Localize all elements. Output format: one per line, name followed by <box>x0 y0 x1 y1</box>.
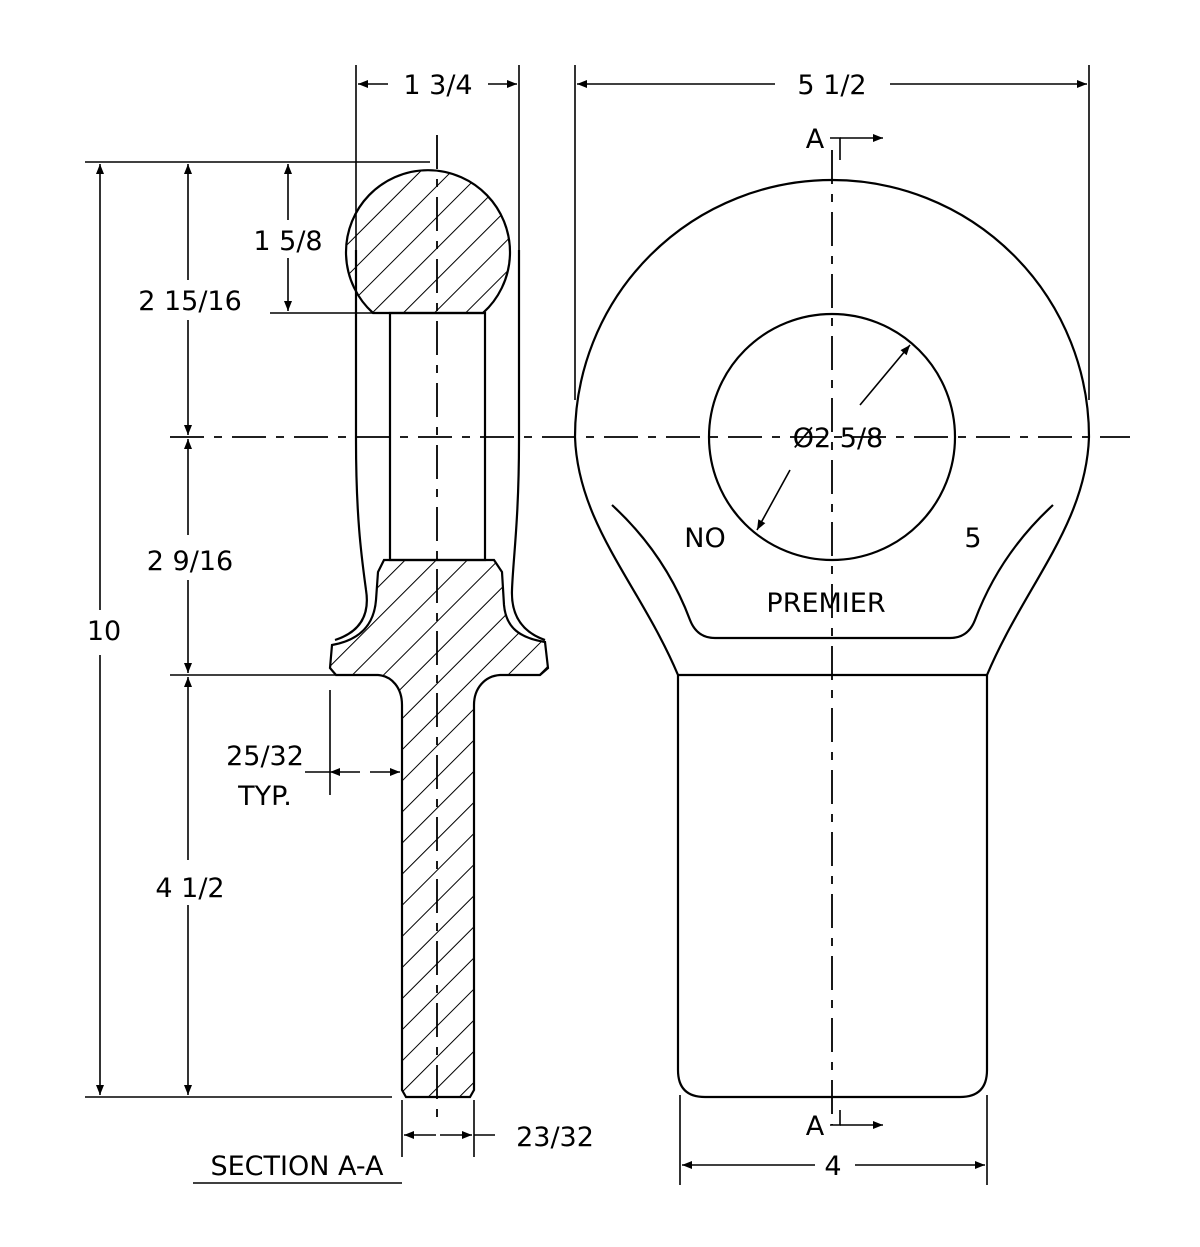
eye-bolt-outline <box>573 178 1091 1099</box>
dim-head-width: 1 3/4 <box>403 70 472 101</box>
outer-profile-right <box>510 250 546 642</box>
marking-number: 5 <box>964 523 981 554</box>
section-marker-top: A <box>806 124 825 155</box>
dim-top-to-center: 2 15/16 <box>138 286 242 317</box>
dim-ball-height: 1 5/8 <box>253 226 322 257</box>
dim-fillet: 25/32 <box>226 741 304 772</box>
eye-hole <box>707 312 957 562</box>
dim-eye-diameter: Ø2 5/8 <box>793 423 883 454</box>
ball-section <box>344 169 512 315</box>
section-dimensions: 1 3/4 10 2 15/16 1 5/8 2 9/16 4 1/2 25/3… <box>85 65 594 1184</box>
shoulder-shank-section <box>328 558 550 1099</box>
section-title: SECTION A-A <box>210 1151 384 1182</box>
marking-premier: PREMIER <box>766 588 885 619</box>
front-view: Ø2 5/8 NO 5 PREMIER A A 5 1/2 4 <box>573 65 1091 1185</box>
dim-shank-thickness: 23/32 <box>516 1122 594 1153</box>
section-marker-bottom: A <box>806 1111 825 1142</box>
section-view <box>170 135 1130 1120</box>
dim-overall-height: 10 <box>87 616 121 647</box>
dim-overall-width: 5 1/2 <box>797 70 866 101</box>
dim-shank-length: 4 1/2 <box>155 873 224 904</box>
marking-no: NO <box>684 523 725 554</box>
dim-fillet-note: TYP. <box>237 781 292 812</box>
dim-shank-width: 4 <box>824 1151 841 1182</box>
dim-center-to-shoulder: 2 9/16 <box>147 546 233 577</box>
marking-recess <box>611 504 1054 640</box>
outer-profile-left <box>334 250 368 642</box>
